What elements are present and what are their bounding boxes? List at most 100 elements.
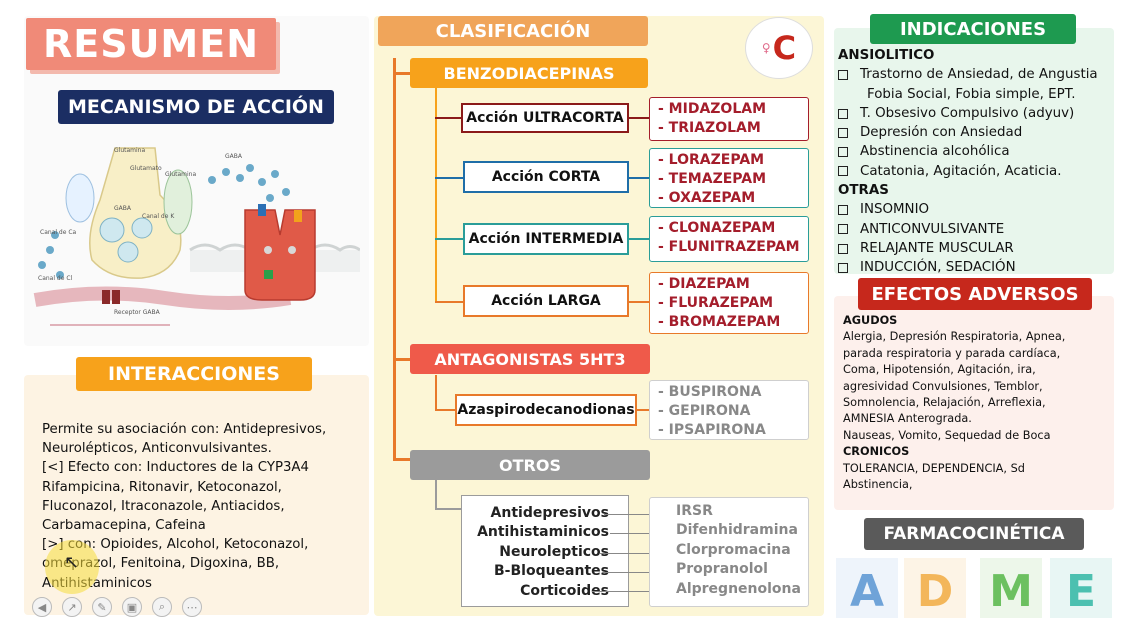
indicaciones-title: INDICACIONES bbox=[899, 18, 1047, 40]
drug-item: Difenhidramina bbox=[676, 522, 798, 539]
tree-line bbox=[393, 72, 413, 75]
otras-item: INSOMNIO bbox=[838, 200, 1114, 219]
farmaco-banner: FARMACOCINÉTICA bbox=[864, 518, 1084, 550]
otros-class-item: Antihistaminicos bbox=[477, 524, 609, 541]
cronicos-head: CRONICOS bbox=[843, 445, 910, 459]
efectos-text: AGUDOS Alergia, Depresión Respiratoria, … bbox=[843, 313, 1065, 493]
prev-slide-icon[interactable]: ◀ bbox=[32, 597, 52, 617]
indicacion-text-cont: Fobia Social, Fobia simple, EPT. bbox=[867, 86, 1076, 102]
otras-item: INDUCCIÓN, SEDACIÓN bbox=[838, 258, 1114, 277]
otros-class-item: Antidepresivos bbox=[490, 505, 609, 521]
diagram-label-glutamato: Glutamato bbox=[130, 165, 162, 172]
diagram-label-canal-ca: Canal de Ca bbox=[40, 229, 77, 236]
interacciones-line: Rifampicina, Ritonavir, Ketoconazol, bbox=[42, 479, 282, 495]
connector-line bbox=[610, 533, 666, 534]
interacciones-line: [<] Efecto con: Inductores de la CYP3A4 bbox=[42, 460, 309, 476]
otros-classes-box bbox=[461, 495, 629, 607]
interacciones-title: INTERACCIONES bbox=[108, 363, 280, 385]
drug-item: - OXAZEPAM bbox=[658, 190, 756, 206]
zoom-icon[interactable]: ⌕ bbox=[152, 597, 172, 617]
indicacion-text: Trastorno de Ansiedad, de Angustia bbox=[860, 67, 1098, 83]
indicaciones-list: ANSIOLITICO Trastorno de Ansiedad, de An… bbox=[838, 46, 1114, 278]
interacciones-line: [>] con: Opioides, Alcohol, Ketoconazol, bbox=[42, 537, 309, 553]
tree-line bbox=[393, 358, 413, 361]
tree-line bbox=[435, 508, 461, 510]
drug-item: - FLUNITRAZEPAM bbox=[658, 239, 800, 255]
azaspiro-box: Azaspirodecanodionas bbox=[455, 394, 637, 426]
efecto-line: Somnolencia, Relajación, Arreflexia, bbox=[843, 396, 1046, 410]
otros-classes: Antidepresivos Antihistaminicos Neurolep… bbox=[461, 504, 609, 601]
accion-intermedia-label: Acción INTERMEDIA bbox=[468, 231, 624, 247]
corta-drugs: - LORAZEPAM - TEMAZEPAM - OXAZEPAM bbox=[649, 148, 809, 208]
otros-class-item: Neurolepticos bbox=[499, 543, 609, 560]
checkbox-icon bbox=[838, 262, 848, 273]
interacciones-line: Permite su asociación con: Antidepresivo… bbox=[42, 422, 327, 437]
drug-item: - TEMAZEPAM bbox=[658, 171, 767, 187]
interacciones-banner: INTERACCIONES bbox=[76, 357, 312, 391]
drug-item: IRSR bbox=[676, 503, 713, 519]
diagram-label-glutamina-2: Glutamina bbox=[165, 171, 196, 178]
pen-tool-icon[interactable]: ✎ bbox=[92, 597, 112, 617]
connector-line bbox=[629, 177, 649, 179]
connector-line bbox=[629, 238, 649, 240]
diagram-label-glutamina: Glutamina bbox=[114, 147, 145, 154]
interacciones-line: Neurolépticos, Anticonvulsivantes. bbox=[42, 441, 272, 457]
checkbox-icon bbox=[838, 243, 848, 254]
ultracorta-drugs: - MIDAZOLAM - TRIAZOLAM bbox=[649, 97, 809, 141]
efectos-panel bbox=[834, 296, 1114, 510]
drug-item: - CLONAZEPAM bbox=[658, 220, 776, 236]
diagram-label-canal-k: Canal de K bbox=[142, 213, 175, 220]
agudos-head: AGUDOS bbox=[843, 314, 898, 327]
benzo-banner: BENZODIACEPINAS bbox=[410, 58, 648, 88]
slides-icon[interactable]: ▣ bbox=[122, 597, 142, 617]
connector-line bbox=[629, 117, 649, 119]
logo-letter: C bbox=[772, 29, 797, 67]
more-options-icon[interactable]: ⋯ bbox=[182, 597, 202, 617]
mecanismo-banner: MECANISMO DE ACCIÓN bbox=[58, 90, 334, 124]
diagram-label-gaba-2: GABA bbox=[225, 153, 243, 160]
indicacion-item: Abstinencia alcohólica bbox=[838, 142, 1114, 161]
pointer-tool-icon[interactable]: ↗ bbox=[62, 597, 82, 617]
indicaciones-banner: INDICACIONES bbox=[870, 14, 1076, 44]
connector-line bbox=[604, 514, 666, 515]
otros-class-item: Corticoides bbox=[520, 582, 609, 599]
indicacion-item: Catatonia, Agitación, Acaticia. bbox=[838, 162, 1114, 181]
drug-item: - FLURAZEPAM bbox=[658, 295, 774, 311]
checkbox-icon bbox=[838, 147, 848, 158]
otros-drugs: IRSR Difenhidramina Clorpromacina Propra… bbox=[649, 497, 809, 607]
adme-d-tile: D bbox=[904, 558, 966, 618]
azaspiro-drugs: - BUSPIRONA - GEPIRONA - IPSAPIRONA bbox=[649, 380, 809, 440]
interacciones-line: Carbamacepina, Cafeina bbox=[42, 518, 206, 534]
drug-item: Propranolol bbox=[676, 561, 768, 578]
otras-head: OTRAS bbox=[838, 183, 889, 199]
cursor-highlight bbox=[45, 540, 99, 594]
indicaciones-panel bbox=[834, 28, 1114, 274]
efecto-line: TOLERANCIA, DEPENDENCIA, Sd bbox=[843, 461, 1025, 475]
checkbox-icon bbox=[838, 127, 848, 138]
efecto-line: Coma, Hipotensión, Agitación, ira, bbox=[843, 363, 1036, 377]
checkbox-icon bbox=[838, 205, 848, 216]
indicacion-text: Abstinencia alcohólica bbox=[860, 144, 1010, 160]
adme-e-tile: E bbox=[1050, 558, 1112, 618]
ansiolitico-head: ANSIOLITICO bbox=[838, 48, 935, 63]
azaspiro-label: Azaspirodecanodionas bbox=[457, 402, 635, 418]
clasificacion-banner: CLASIFICACIÓN bbox=[378, 16, 648, 46]
tree-line bbox=[435, 88, 437, 303]
accion-larga-box: Acción LARGA bbox=[463, 285, 629, 317]
adme-d-letter: D bbox=[916, 566, 954, 617]
connector-line bbox=[600, 553, 666, 554]
tree-line bbox=[435, 480, 437, 510]
connector-line bbox=[629, 301, 649, 303]
efecto-line: agresividad Convulsiones, Temblor, bbox=[843, 379, 1043, 393]
otras-item: ANTICONVULSIVANTE bbox=[838, 220, 1114, 239]
indicacion-text: Catatonia, Agitación, Acaticia. bbox=[860, 163, 1062, 179]
connector-line bbox=[602, 572, 666, 573]
intermedia-drugs: - CLONAZEPAM - FLUNITRAZEPAM bbox=[649, 216, 809, 262]
drug-item: - BUSPIRONA bbox=[658, 384, 762, 400]
otros-banner: OTROS bbox=[410, 450, 650, 480]
indicacion-item: T. Obsesivo Compulsivo (adyuv) bbox=[838, 104, 1114, 123]
adme-m-tile: M bbox=[980, 558, 1042, 618]
efectos-banner: EFECTOS ADVERSOS bbox=[858, 278, 1092, 310]
drug-item: - MIDAZOLAM bbox=[658, 101, 767, 117]
drug-item: - IPSAPIRONA bbox=[658, 422, 766, 438]
